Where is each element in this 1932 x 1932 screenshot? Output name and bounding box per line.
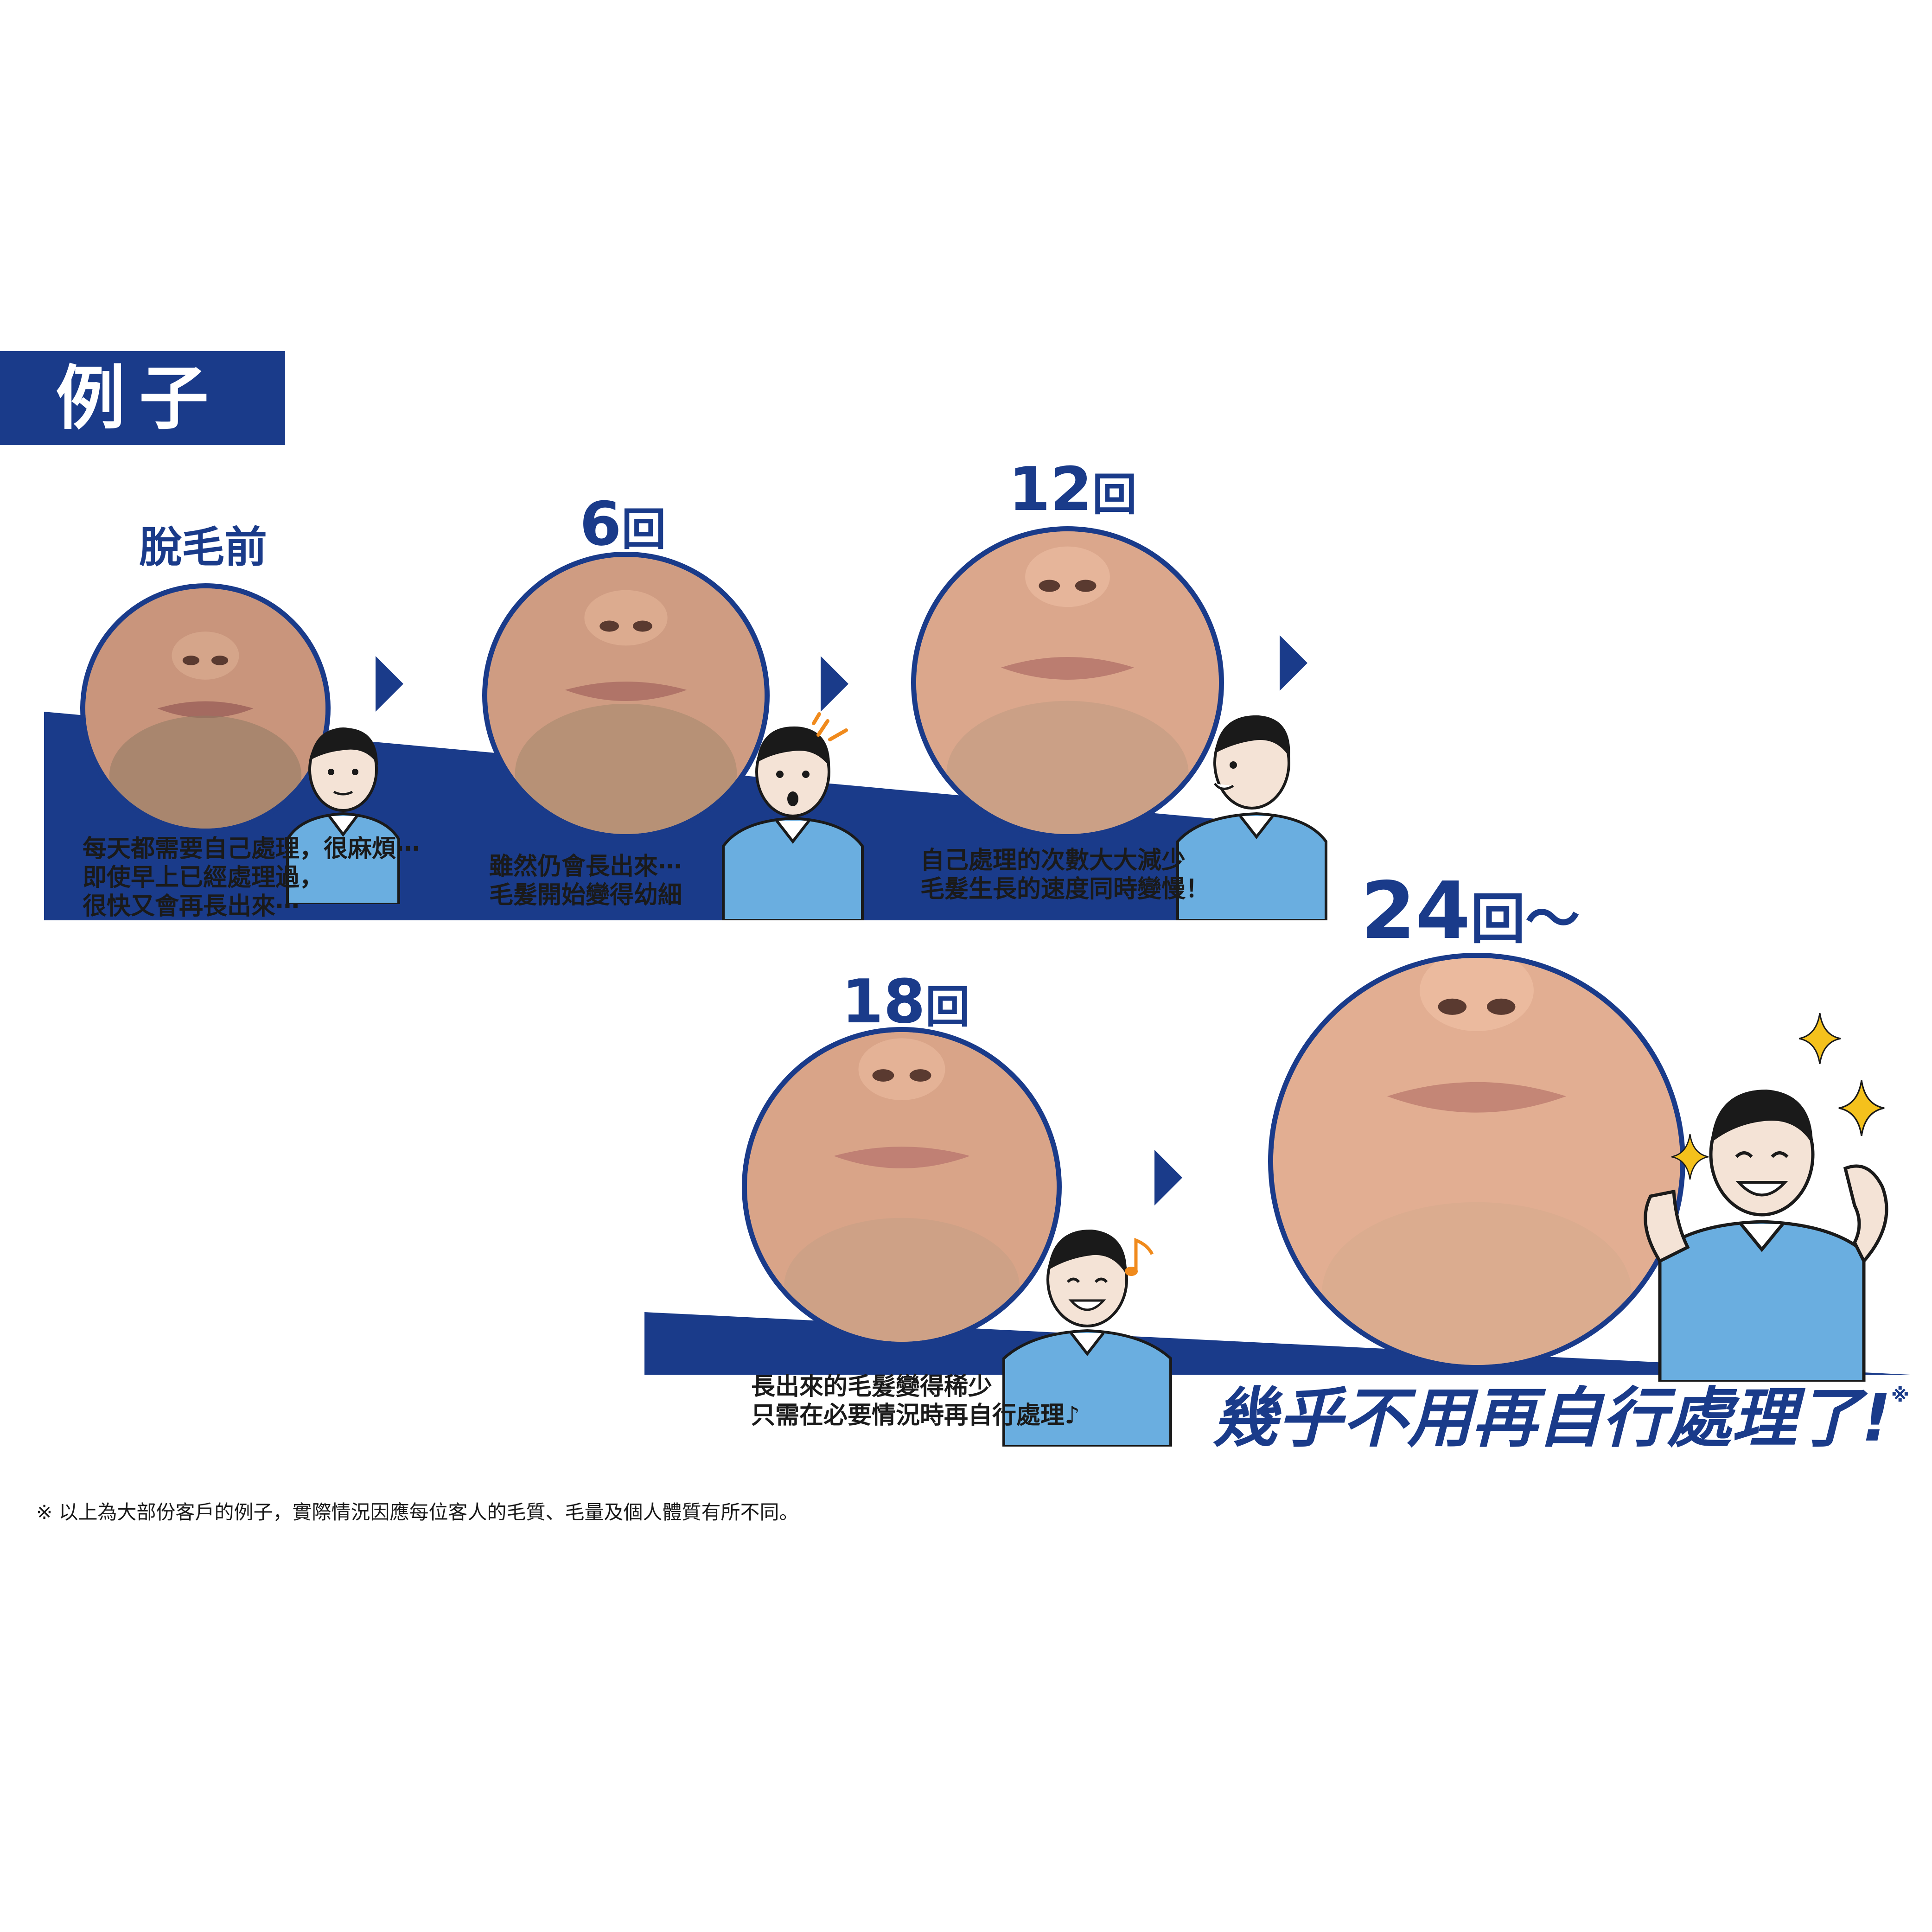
caption-before: 每天都需要自己處理，很麻煩⋯ 即使早上已經處理過， 很快又會再長出來⋯ — [83, 835, 421, 920]
footnote: ※ 以上為大部份客戶的例子，實際情況因應每位客人的毛質、毛量及個人體質有所不同。 — [36, 1501, 799, 1524]
surprise-lines-icon — [812, 712, 848, 741]
arrow-right-icon — [1280, 635, 1307, 691]
stage-label-18: 18回 — [842, 966, 970, 1037]
arrow-right-icon — [821, 656, 848, 712]
face-illustration — [85, 588, 325, 829]
character-happy — [1002, 1229, 1172, 1447]
arrow-right-icon — [1154, 1150, 1182, 1205]
stage-label-6: 6回 — [580, 489, 666, 559]
face-photo-18 — [742, 1027, 1062, 1347]
music-note-icon — [1125, 1237, 1154, 1276]
face-illustration — [1273, 958, 1680, 1365]
character-talking — [1176, 715, 1327, 920]
character-cheering — [1644, 1090, 1888, 1382]
sparkle-icon — [1799, 1013, 1841, 1064]
caption-6: 雖然仍會長出來⋯ 毛髮開始變得幼細 — [489, 853, 682, 909]
face-illustration — [747, 1032, 1057, 1342]
stage-label-24: 24回～ — [1361, 865, 1580, 957]
final-message: 幾乎不用再自行處理了!※ — [1212, 1381, 1909, 1456]
face-photo-12 — [911, 526, 1224, 839]
page-title: 例子 — [56, 358, 223, 439]
face-photo-24 — [1268, 953, 1685, 1370]
face-illustration — [916, 531, 1219, 834]
caption-18: 長出來的毛髮變得稀少 只需在必要情況時再自行處理♪ — [751, 1373, 1080, 1429]
face-illustration — [487, 557, 765, 834]
character-surprised — [722, 726, 864, 920]
character-neutral — [286, 727, 400, 904]
sparkle-icon — [1838, 1080, 1885, 1136]
sparkle-icon — [1671, 1134, 1709, 1180]
arrow-right-icon — [376, 656, 403, 712]
stage-label-before: 脫毛前 — [139, 523, 268, 572]
caption-12: 自己處理的次數大大減少 毛髮生長的速度同時變慢！ — [920, 847, 1210, 903]
title-banner — [0, 351, 285, 445]
face-photo-6 — [482, 552, 770, 839]
face-photo-before — [80, 583, 331, 834]
stage-label-12: 12回 — [1008, 454, 1137, 524]
